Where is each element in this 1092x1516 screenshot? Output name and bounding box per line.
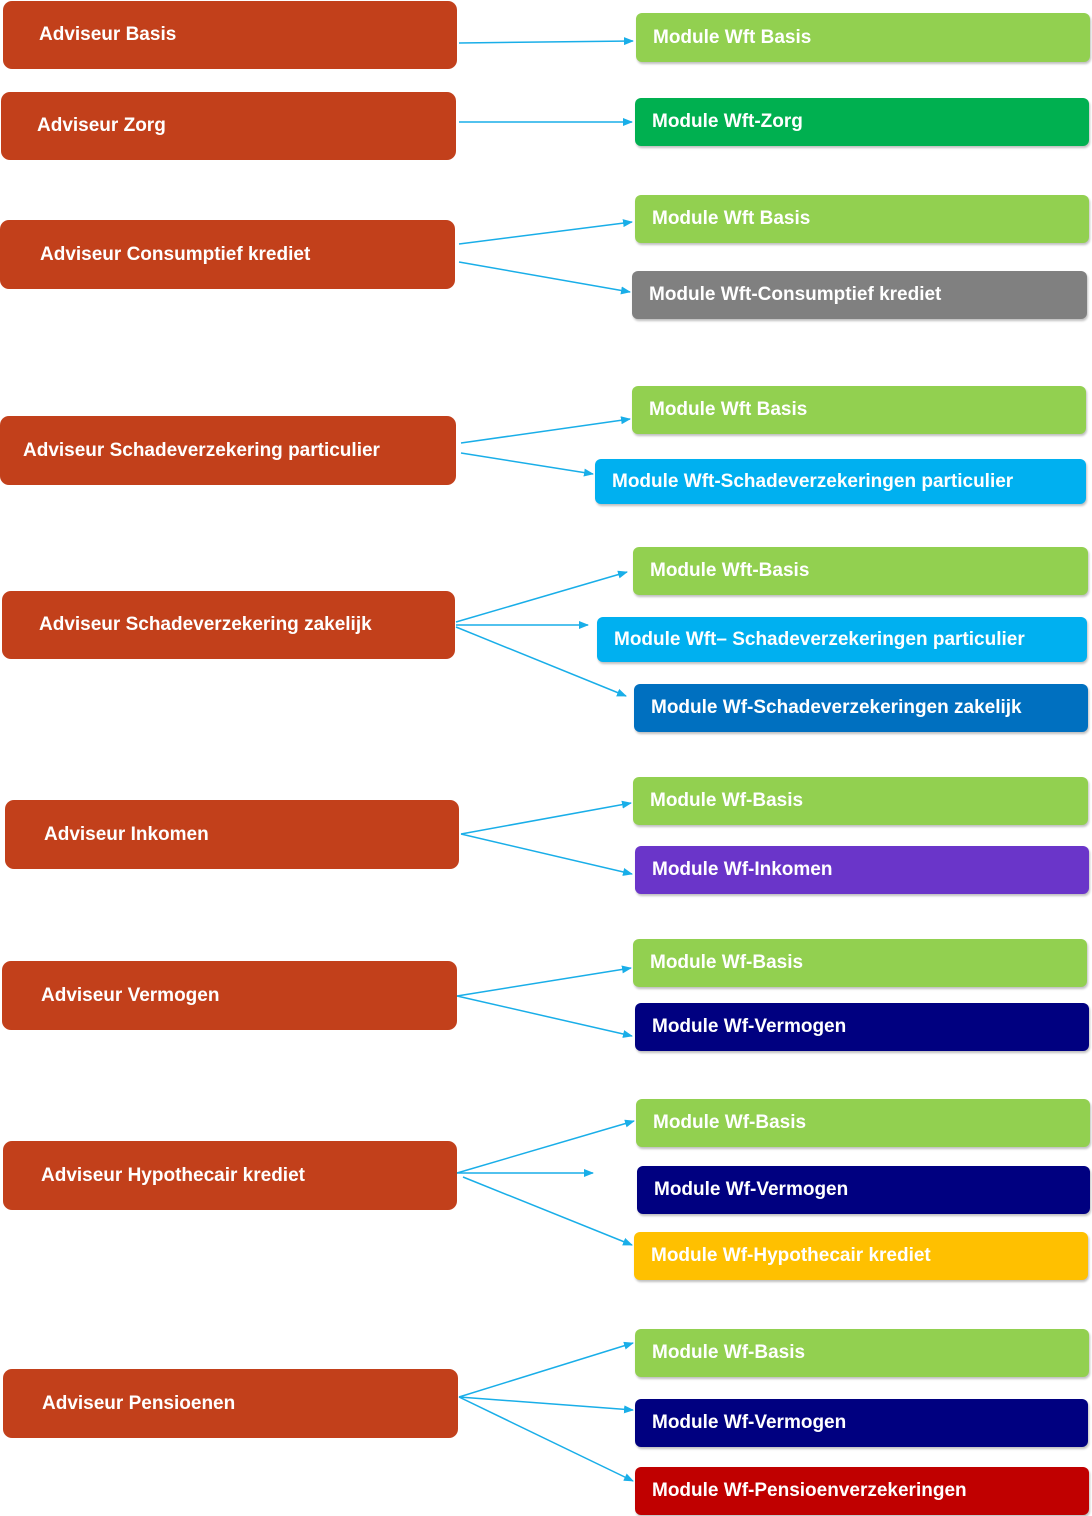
module-box: Module Wf-Basis <box>633 939 1087 987</box>
adviseur-box: Adviseur Vermogen <box>2 961 457 1030</box>
arrow-a4-to-m6 <box>460 452 594 477</box>
module-box: Module Wf-Vermogen <box>635 1399 1088 1447</box>
arrow-a9-to-m18 <box>458 1396 634 1414</box>
module-label: Module Wf-Inkomen <box>652 859 833 880</box>
arrow-a9-to-m17 <box>458 1341 634 1398</box>
arrow-a5-to-m7 <box>455 570 628 623</box>
arrow-a3-to-m4 <box>458 261 631 295</box>
adviseur-label: Adviseur Basis <box>39 24 177 45</box>
module-box: Module Wf-Basis <box>636 1099 1090 1147</box>
adviseur-label: Adviseur Hypothecair krediet <box>41 1164 305 1186</box>
arrow-a5-to-m9 <box>455 626 627 697</box>
module-box: Module Wft-Schadeverzekeringen particuli… <box>595 459 1086 504</box>
module-box: Module Wf-Inkomen <box>635 846 1089 894</box>
adviseur-label: Adviseur Vermogen <box>41 984 220 1006</box>
arrow-a9-to-m19 <box>458 1396 634 1482</box>
adviseur-box: Adviseur Basis <box>3 1 457 69</box>
adviseur-box: Adviseur Hypothecair krediet <box>3 1141 457 1210</box>
module-box: Module Wft-Basis <box>633 547 1088 595</box>
adviseur-label: Adviseur Schadeverzekering particulier <box>23 439 380 461</box>
module-box: Module Wf-Hypothecair krediet <box>634 1232 1088 1280</box>
module-label: Module Wf-Vermogen <box>652 1016 847 1037</box>
module-box: Module Wf-Basis <box>633 777 1088 825</box>
adviseur-label: Adviseur Schadeverzekering zakelijk <box>39 614 372 635</box>
arrow-a3-to-m3 <box>458 219 633 245</box>
module-label: Module Wft-Zorg <box>652 111 803 132</box>
module-box: Module Wf-Schadeverzekeringen zakelijk <box>634 684 1088 732</box>
module-label: Module Wft Basis <box>652 208 811 229</box>
adviseur-label: Adviseur Consumptief krediet <box>40 243 311 265</box>
module-label: Module Wf-Basis <box>652 1342 806 1363</box>
adviseur-box: Adviseur Pensioenen <box>3 1369 458 1438</box>
module-box: Module Wft Basis <box>635 195 1089 243</box>
module-box: Module Wft– Schadeverzekeringen particul… <box>597 617 1087 662</box>
module-label: Module Wft Basis <box>649 399 808 420</box>
arrow-a7-to-m13 <box>456 995 633 1038</box>
arrow-a8-to-m16 <box>462 1176 633 1246</box>
module-box: Module Wft Basis <box>636 13 1090 62</box>
module-label: Module Wf-Vermogen <box>654 1179 849 1200</box>
adviseur-box: Adviseur Schadeverzekering particulier <box>0 416 456 485</box>
module-label: Module Wf-Basis <box>650 790 804 811</box>
adviseur-box: Adviseur Zorg <box>1 92 456 160</box>
adviseur-box: Adviseur Inkomen <box>5 800 459 869</box>
module-box: Module Wf-Basis <box>635 1329 1089 1377</box>
module-label: Module Wft– Schadeverzekeringen particul… <box>614 628 1025 650</box>
module-label: Module Wft-Schadeverzekeringen particuli… <box>612 470 1014 492</box>
module-box: Module Wf-Vermogen <box>635 1003 1089 1051</box>
adviseur-label: Adviseur Zorg <box>37 115 166 136</box>
adviseur-label: Adviseur Pensioenen <box>42 1392 236 1414</box>
module-label: Module Wf-Basis <box>650 952 804 973</box>
module-box: Module Wf-Vermogen <box>637 1166 1090 1214</box>
adviseur-box: Adviseur Schadeverzekering zakelijk <box>2 591 455 659</box>
arrow-a4-to-m5 <box>460 416 631 444</box>
module-label: Module Wf-Hypothecair krediet <box>651 1245 931 1266</box>
module-box: Module Wft-Zorg <box>635 98 1089 146</box>
arrow-a6-to-m10 <box>460 800 632 835</box>
module-label: Module Wf-Vermogen <box>652 1412 847 1433</box>
adviseur-box: Adviseur Consumptief krediet <box>0 220 455 289</box>
module-box: Module Wft Basis <box>632 386 1086 434</box>
module-label: Module Wf-Basis <box>653 1112 807 1133</box>
module-label: Module Wf-Schadeverzekeringen zakelijk <box>651 697 1022 718</box>
module-label: Module Wft-Basis <box>650 560 810 581</box>
module-label: Module Wf-Pensioenverzekeringen <box>652 1480 967 1501</box>
arrow-a6-to-m11 <box>460 833 633 876</box>
module-label: Module Wft Basis <box>653 26 812 48</box>
arrow-a1-to-m1 <box>458 37 634 46</box>
arrow-a7-to-m12 <box>456 965 632 997</box>
module-label: Module Wft-Consumptief krediet <box>649 284 942 305</box>
module-box: Module Wf-Pensioenverzekeringen <box>635 1467 1089 1515</box>
arrow-a8-to-m14 <box>456 1119 635 1174</box>
module-box: Module Wft-Consumptief krediet <box>632 271 1087 319</box>
adviseur-label: Adviseur Inkomen <box>44 823 209 845</box>
